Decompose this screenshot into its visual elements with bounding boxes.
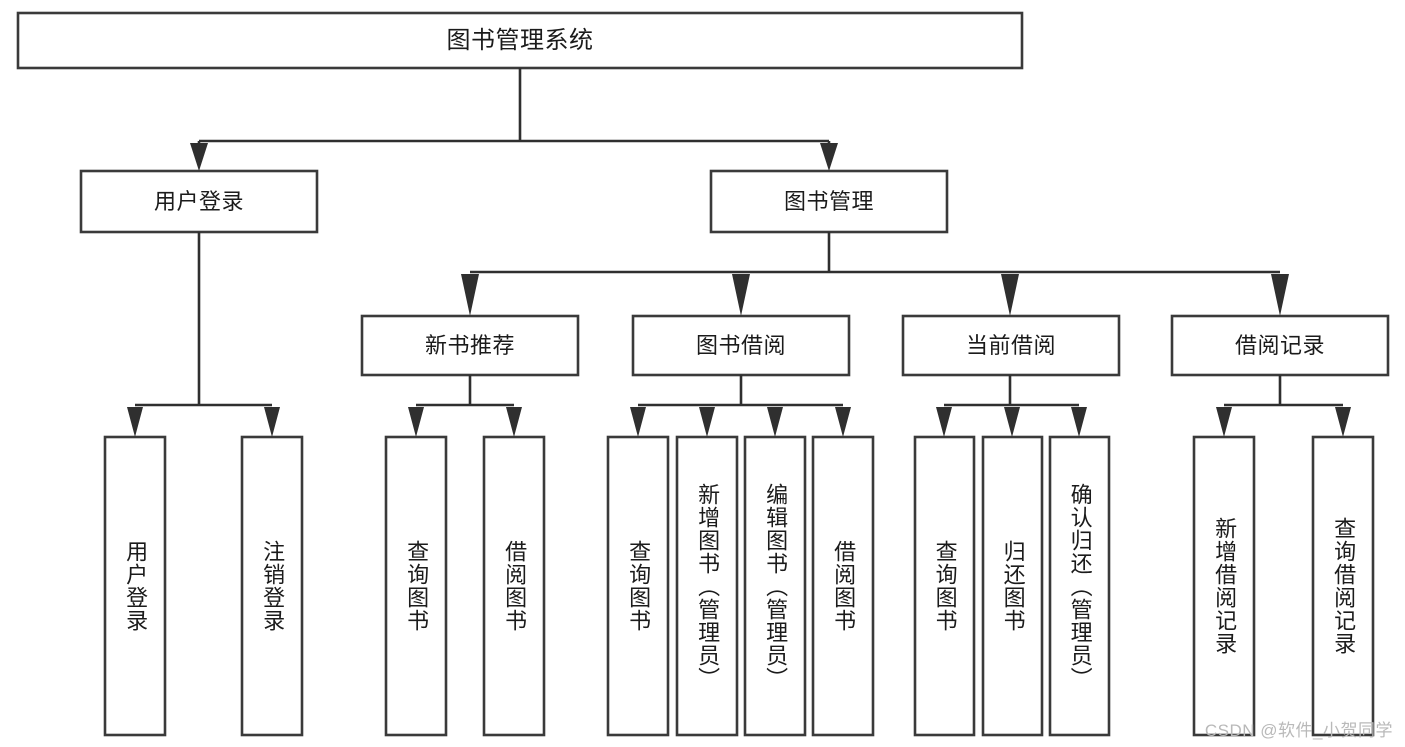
leaf-box-user-login-1[interactable]: [240, 435, 304, 737]
leaf-box-book-borrow-2[interactable]: [743, 435, 807, 737]
arrow-head-user-login: [190, 143, 208, 171]
node-box-user-login[interactable]: [79, 169, 319, 234]
leaf-box-new-book-0[interactable]: [384, 435, 448, 737]
leaf-box-current-borrow-0[interactable]: [913, 435, 976, 737]
node-box-current-borrow[interactable]: [901, 314, 1121, 377]
leaf-box-user-login-0[interactable]: [103, 435, 167, 737]
arrow-head-borrow-record: [1271, 274, 1289, 316]
leaf-box-borrow-record-1[interactable]: [1311, 435, 1375, 737]
arrow-head-leaf-user-login-0: [127, 407, 143, 437]
arrow-head-leaf-current-borrow-0: [936, 407, 952, 437]
arrow-head-current-borrow: [1001, 274, 1019, 316]
arrow-head-leaf-book-borrow-0: [630, 407, 646, 437]
arrow-head-leaf-borrow-record-0: [1216, 407, 1232, 437]
node-box-new-book-recommend[interactable]: [360, 314, 580, 377]
node-box-book-management[interactable]: [709, 169, 949, 234]
node-box-book-borrow[interactable]: [631, 314, 851, 377]
arrow-head-leaf-book-borrow-2: [767, 407, 783, 437]
leaf-box-borrow-record-0[interactable]: [1192, 435, 1256, 737]
arrow-head-leaf-user-login-1: [264, 407, 280, 437]
arrow-head-leaf-book-borrow-1: [699, 407, 715, 437]
leaf-box-book-borrow-0[interactable]: [606, 435, 670, 737]
leaf-box-current-borrow-1[interactable]: [981, 435, 1044, 737]
arrow-head-leaf-borrow-record-1: [1335, 407, 1351, 437]
arrow-head-leaf-new-book-1: [506, 407, 522, 437]
leaf-box-current-borrow-2[interactable]: [1048, 435, 1111, 737]
arrow-head-book-management: [820, 143, 838, 171]
arrow-head-leaf-new-book-0: [408, 407, 424, 437]
node-box-root[interactable]: [16, 11, 1024, 70]
leaf-box-book-borrow-3[interactable]: [811, 435, 875, 737]
arrow-head-leaf-current-borrow-2: [1071, 407, 1087, 437]
arrow-head-book-borrow: [732, 274, 750, 316]
leaf-box-book-borrow-1[interactable]: [675, 435, 739, 737]
arrow-head-new-book-recommend: [461, 274, 479, 316]
leaf-box-new-book-1[interactable]: [482, 435, 546, 737]
node-box-borrow-record[interactable]: [1170, 314, 1390, 377]
arrow-head-leaf-book-borrow-3: [835, 407, 851, 437]
arrow-head-leaf-current-borrow-1: [1004, 407, 1020, 437]
